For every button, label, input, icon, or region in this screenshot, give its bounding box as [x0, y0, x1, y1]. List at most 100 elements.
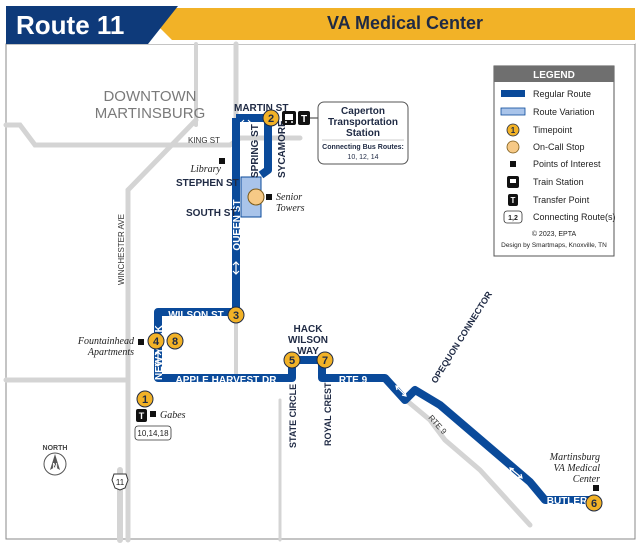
timepoint-6-number: 6: [591, 498, 597, 510]
timepoint-5-number: 5: [289, 355, 295, 367]
legend-connecting-sample: 1,2: [508, 215, 518, 222]
legend-timepoint-icon: [506, 123, 520, 137]
north-arrow: NORTH N: [43, 445, 67, 476]
direction-arrows: [154, 119, 523, 479]
timepoint-3-number: 3: [233, 310, 239, 322]
timepoint-7: 7: [316, 351, 334, 369]
senior-towers-poi-icon: [266, 194, 272, 200]
legend-train-station: Train Station: [533, 177, 584, 187]
station-name-1: Caperton: [341, 106, 385, 117]
legend-poi-icon: [510, 161, 516, 167]
legend-connecting-routes: Connecting Route(s): [533, 212, 616, 222]
timepoint-2: 2: [262, 109, 280, 127]
train-station-icon: [282, 111, 296, 125]
us11-shield-text: 11: [116, 478, 125, 487]
route-title: Route 11: [16, 10, 124, 40]
timepoint-7-dot: [316, 351, 334, 369]
library-label: Library: [189, 164, 221, 175]
us11-shield-shape: [111, 473, 129, 491]
legend-on-call-icon: [506, 140, 520, 154]
rte9-route-label: RTE 9: [339, 375, 368, 386]
arrow-charles-town: [509, 467, 523, 479]
timepoint-1-number: 1: [142, 394, 148, 406]
station-connect-routes: 10, 12, 14: [347, 154, 378, 161]
new-york-label: NEW YORK: [154, 324, 165, 380]
station-name-3: Station: [346, 128, 380, 139]
route-downtown-loop: [236, 114, 272, 179]
north-pointer-icon: [50, 454, 60, 470]
winchester-ave-road: [125, 117, 199, 543]
train-icon-wheel-l: [285, 121, 287, 123]
south-st-label: SOUTH ST: [186, 208, 237, 219]
timepoint-6-dot: [585, 494, 603, 512]
destination-title: VA Medical Center: [327, 13, 483, 33]
wilson-st-label: WILSON ST: [168, 310, 224, 321]
legend-timepoint-number: 1: [511, 126, 516, 135]
royal-crest-label: ROYAL CREST: [323, 382, 333, 446]
legend-route-variation: Route Variation: [533, 107, 594, 117]
background-roads: [3, 41, 533, 543]
timepoint-2-number: 2: [268, 113, 274, 125]
gabes-routes-label: 10,14,18: [137, 429, 169, 438]
timepoint-8-number: 8: [172, 336, 178, 348]
us11-shield: 11: [111, 473, 129, 491]
apple-harvest-label: APPLE HARVEST DR: [176, 375, 278, 386]
legend-regular-route-swatch: [501, 90, 525, 97]
fountainhead-label-1: Fountainhead: [77, 336, 135, 347]
downtown-label-1: DOWNTOWN: [103, 88, 196, 105]
downtown-label-2: MARTINSBURG: [95, 105, 206, 122]
legend-transfer-point: Transfer Point: [533, 195, 590, 205]
header-gold-band: [140, 8, 635, 40]
timepoint-3: 3: [227, 306, 245, 324]
state-circle-label: STATE CIRCLE: [288, 384, 298, 448]
king-st-label: KING ST: [188, 136, 220, 145]
hack-wilson-label-3: WAY: [297, 346, 319, 357]
on-call-stop: [247, 188, 265, 206]
timepoint-1: 1: [136, 390, 154, 408]
transfer-icon-station: T: [298, 111, 310, 125]
arrow-martin: [240, 119, 252, 127]
butler-label: BUTLER: [547, 496, 588, 507]
martin-st-label: MARTIN ST: [234, 103, 288, 114]
legend-points-of-interest: Points of Interest: [533, 159, 601, 169]
station-box: [317, 101, 409, 165]
legend-transfer-letter: T: [511, 196, 516, 205]
timepoint-3-dot: [227, 306, 245, 324]
timepoint-2-dot: [262, 109, 280, 127]
transfer-icon-station-bg: [298, 111, 310, 125]
senior-towers-label-1: Senior: [276, 192, 302, 203]
timepoint-6: 6: [585, 494, 603, 512]
rte9-south-road: [397, 392, 533, 528]
legend-train-icon-window: [510, 179, 516, 183]
legend-variation-swatch: [500, 107, 526, 116]
senior-towers-label-2: Towers: [276, 203, 305, 214]
va-center-label-1: Martinsburg: [549, 452, 600, 463]
arrow-rte9: [395, 385, 407, 397]
legend: LEGEND Regular Route Route Variation 1 T…: [493, 65, 616, 257]
header: Route 11 VA Medical Center: [6, 6, 635, 44]
transfer-icon-station-letter: T: [301, 114, 307, 125]
legend-copyright: © 2023, EPTA: [532, 230, 577, 238]
library-poi-icon: [219, 158, 225, 164]
queen-st-label: QUEEN ST: [232, 199, 243, 250]
legend-regular-route: Regular Route: [533, 89, 591, 99]
north-letter: N: [52, 463, 57, 470]
train-icon-wheel-r: [291, 121, 293, 123]
hack-wilson-label-2: WILSON: [288, 335, 328, 346]
timepoint-4-number: 4: [153, 336, 160, 348]
legend-header: [494, 66, 614, 82]
legend-on-call-stop: On-Call Stop: [533, 142, 585, 152]
timepoint-8-dot: [166, 332, 184, 350]
va-center-label-3: Center: [573, 474, 600, 485]
fountainhead-poi-icon: [138, 339, 144, 345]
gabes-poi-icon: [150, 411, 156, 417]
timepoint-5-dot: [283, 351, 301, 369]
hack-wilson-label-1: HACK: [294, 324, 324, 335]
va-center-poi-icon: [593, 485, 599, 491]
transfer-icon-gabes-letter: T: [139, 411, 145, 421]
station-name-2: Transportation: [328, 117, 398, 128]
arrow-new-york: [154, 351, 162, 367]
header-blue-band: [6, 6, 178, 44]
